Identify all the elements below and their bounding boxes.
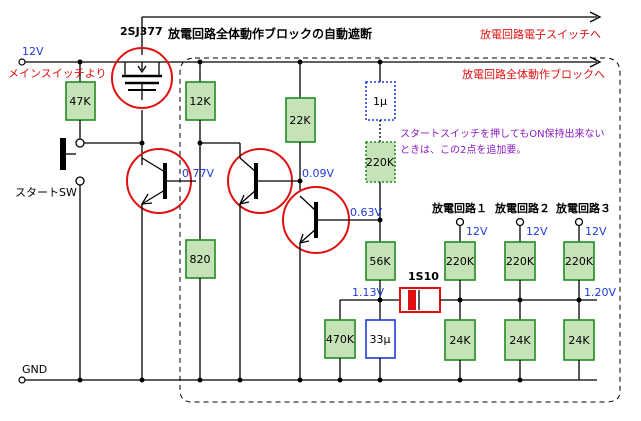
resistor-470k bbox=[324, 319, 356, 359]
value-1u: 1μ bbox=[373, 95, 387, 108]
label-mosfet: 2SJ377 bbox=[120, 25, 163, 38]
transistor-q1 bbox=[126, 148, 196, 214]
value-47k: 47K bbox=[69, 95, 91, 108]
label-circuit-3: 放電回路３ bbox=[555, 201, 611, 215]
label-gnd: GND bbox=[22, 363, 47, 376]
label-circuit-2: 放電回路２ bbox=[494, 201, 550, 215]
value-12k: 12K bbox=[189, 95, 211, 108]
label-12v-c1: 12V bbox=[466, 225, 488, 238]
value-33u: 33μ bbox=[370, 333, 391, 346]
value-220k-optional: 220K bbox=[366, 156, 395, 169]
resistor-220k-c3 bbox=[563, 241, 595, 281]
voltage-q3-base: 0.09V bbox=[302, 167, 334, 180]
resistor-22k bbox=[285, 97, 316, 143]
supply-rail bbox=[25, 56, 602, 68]
label-12v-c3: 12V bbox=[585, 225, 607, 238]
resistor-220k-c1 bbox=[444, 241, 476, 281]
value-470k: 470K bbox=[326, 333, 355, 346]
value-220k-c2: 220K bbox=[506, 255, 535, 268]
resistor-12k bbox=[185, 81, 216, 121]
resistor-220k-optional bbox=[365, 141, 396, 183]
label-start-sw: スタートSW bbox=[15, 186, 77, 199]
voltage-q4-base: 0.63V bbox=[350, 206, 382, 219]
transistor-q3 bbox=[227, 148, 300, 214]
value-24k-c3: 24K bbox=[568, 334, 590, 347]
mosfet-2sj377 bbox=[111, 47, 173, 109]
block-outline bbox=[179, 57, 621, 403]
value-56k: 56K bbox=[369, 255, 391, 268]
transistor-q4 bbox=[282, 186, 380, 254]
voltage-q1-base: 0.77V bbox=[182, 167, 214, 180]
voltage-node-out: 1.20V bbox=[584, 286, 616, 299]
value-24k-c1: 24K bbox=[449, 334, 471, 347]
label-to-block: 放電回路全体動作ブロックへ bbox=[462, 67, 605, 81]
voltage-node-cap: 1.13V bbox=[352, 286, 384, 299]
resistor-24k-c2 bbox=[504, 319, 536, 361]
label-from-main-switch: メインスイッチより bbox=[8, 67, 107, 80]
label-circuit-1: 放電回路１ bbox=[431, 201, 487, 215]
start-switch bbox=[60, 138, 85, 186]
value-24k-c2: 24K bbox=[509, 334, 531, 347]
note-line-1: スタートスイッチを押してもON保持出来ない bbox=[400, 127, 605, 140]
label-to-electronic-switch: 放電回路電子スイッチへ bbox=[480, 27, 601, 41]
value-220k-c3: 220K bbox=[565, 255, 594, 268]
junction-dots bbox=[77, 59, 582, 383]
value-220k-c1: 220K bbox=[446, 255, 475, 268]
label-12v-c2: 12V bbox=[526, 225, 548, 238]
label-12v: 12V bbox=[22, 45, 44, 58]
value-22k: 22K bbox=[289, 114, 311, 127]
value-820: 820 bbox=[190, 253, 211, 266]
block-title: 放電回路全体動作ブロックの自動遮断 bbox=[167, 26, 372, 41]
resistor-24k-c1 bbox=[444, 319, 476, 361]
resistor-820 bbox=[185, 239, 216, 279]
resistor-56k bbox=[365, 241, 396, 281]
note-line-2: ときは、この2点を追加要。 bbox=[400, 143, 526, 156]
diode-1s10 bbox=[399, 287, 441, 313]
label-diode: 1S10 bbox=[408, 270, 439, 283]
